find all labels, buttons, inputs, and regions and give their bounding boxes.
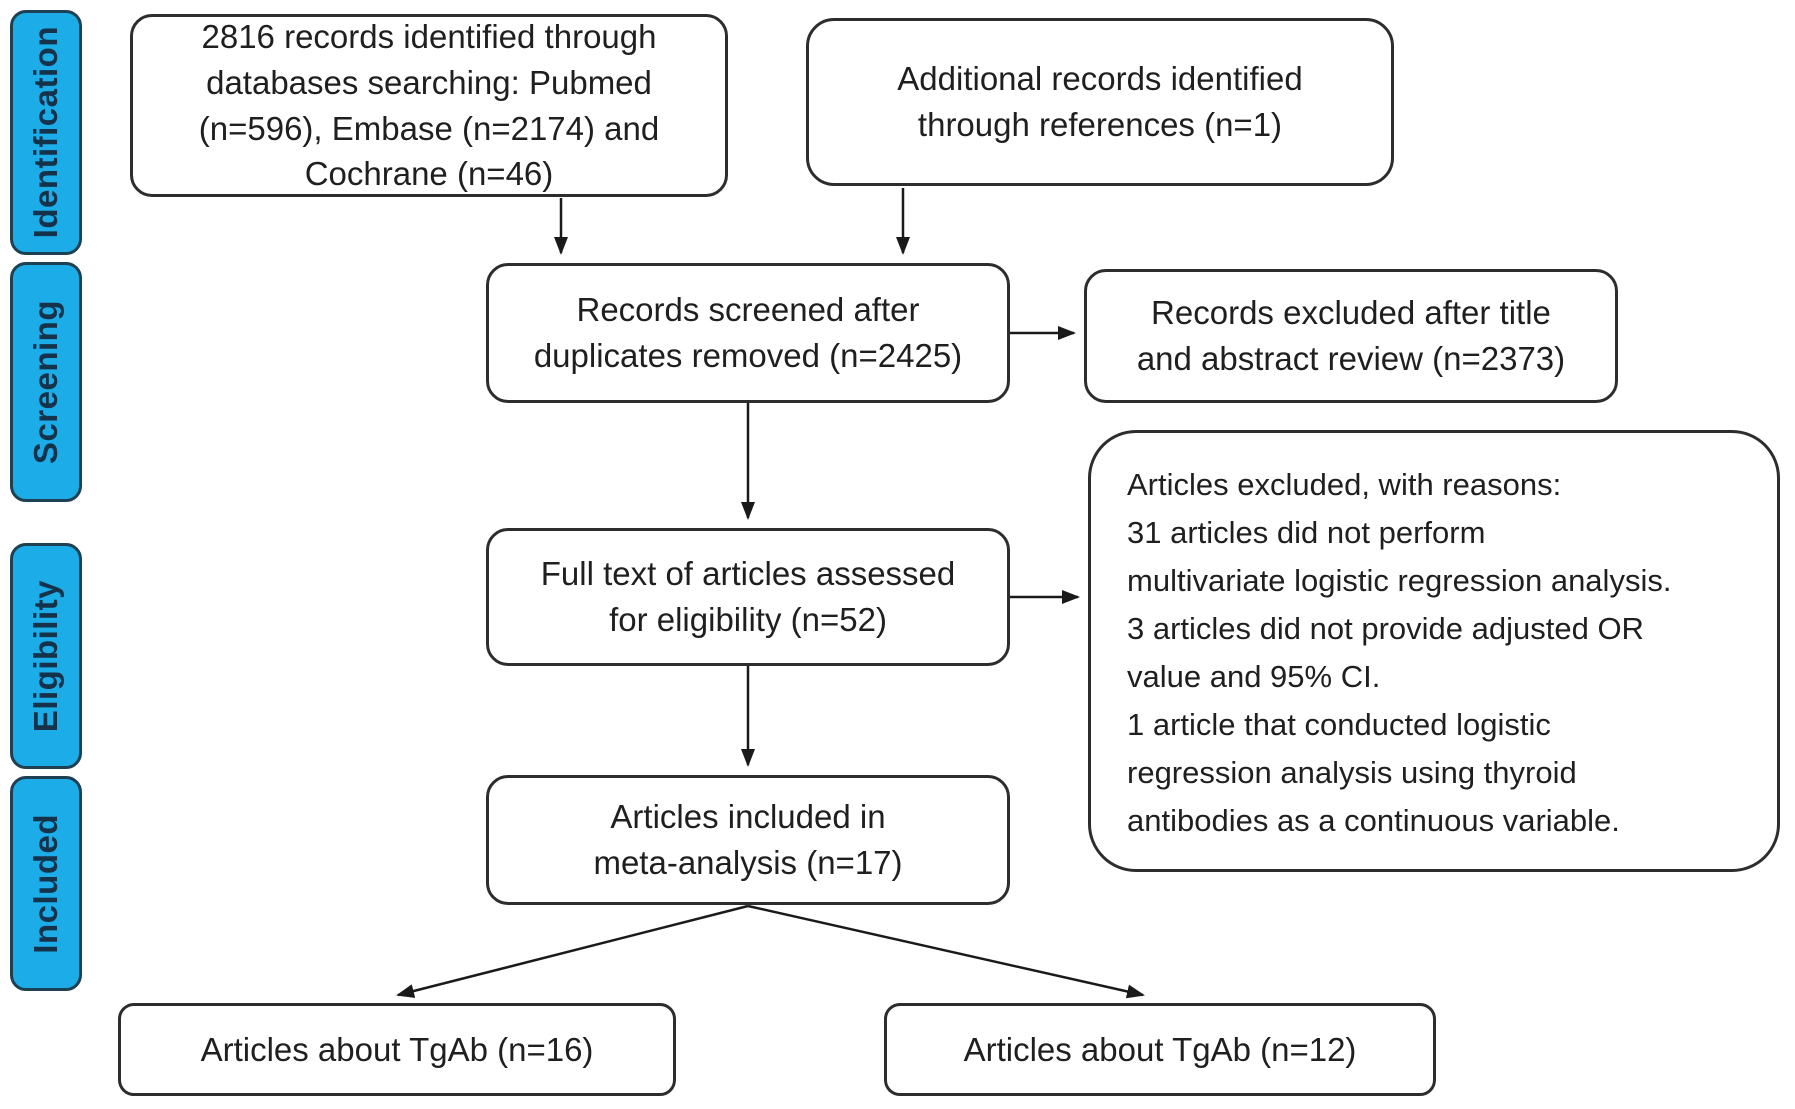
stage-screening-label: Screening xyxy=(27,299,64,465)
box-articles-excluded-reasons: Articles excluded, with reasons: 31 arti… xyxy=(1088,430,1780,872)
box-articles-tgab-12: Articles about TgAb (n=12) xyxy=(884,1003,1436,1096)
arrow-included-to-tgab-left xyxy=(396,904,749,998)
box-records-identified: 2816 records identified through database… xyxy=(130,14,728,197)
stage-included: Included xyxy=(10,776,82,991)
box-articles-included-meta-analysis: Articles included in meta-analysis (n=17… xyxy=(486,775,1010,905)
stage-screening: Screening xyxy=(10,262,82,502)
box-additional-records: Additional records identified through re… xyxy=(806,18,1394,186)
stage-identification-label: Identification xyxy=(27,26,64,239)
box-fulltext-assessed: Full text of articles assessed for eligi… xyxy=(486,528,1010,666)
box-records-screened: Records screened after duplicates remove… xyxy=(486,263,1010,403)
stage-identification: Identification xyxy=(10,10,82,255)
box-records-excluded-title-abstract: Records excluded after title and abstrac… xyxy=(1084,269,1618,403)
arrow-included-to-tgab-right xyxy=(747,904,1145,999)
stage-eligibility: Eligibility xyxy=(10,543,82,769)
box-articles-tgab-16: Articles about TgAb (n=16) xyxy=(118,1003,676,1096)
stage-eligibility-label: Eligibility xyxy=(27,579,64,733)
stage-included-label: Included xyxy=(27,813,64,954)
